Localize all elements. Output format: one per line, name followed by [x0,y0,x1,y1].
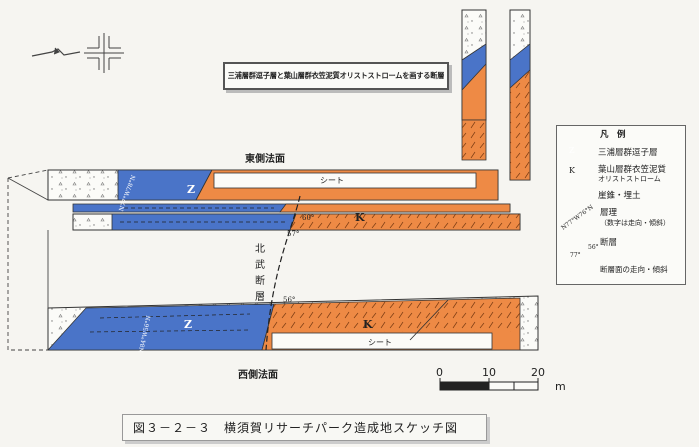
legend-label-debris: 崖錐・埋土 [598,191,641,201]
left-outline [7,169,49,351]
dip-56-label: 56° [283,296,296,304]
fault-name-char-3: 断 [255,276,265,287]
fault-name-char-1: 北 [255,244,265,255]
legend-key-k: K [569,166,575,175]
section-title-box: 三浦層群逗子層と葉山層群衣笠泥質オリストストロームを画する断層 [223,62,449,90]
legend-sublabel-fault: 断層面の走向・傾斜 [600,265,668,274]
dip-60-label: 60° [302,214,315,222]
legend-heading: 凡 例 [600,130,626,140]
east-slope-band [47,169,521,231]
compass-icon [31,33,124,73]
fault-line [265,195,301,351]
legend-label-z: 三浦層群逗子層 [598,148,658,158]
scale-tick-10: 10 [482,366,496,379]
legend-label-k: 葉山層群衣笠泥質 [598,165,667,175]
scale-unit: m [555,380,566,393]
east-slope-label: 東側法面 [245,154,285,165]
scale-bar [439,378,539,391]
west-slope-label: 西側法面 [238,370,278,381]
legend-sample-fault-b: 56° [588,244,599,251]
scale-tick-0: 0 [436,366,443,379]
figure-caption: 図３－２－３ 横須賀リサーチパーク造成地スケッチ図 [133,421,459,435]
scale-tick-20: 20 [531,366,545,379]
dip-57-label: 57° [287,230,300,238]
unit-k-label-lower: K [363,318,373,331]
sheet-label-bottom: シート [368,338,392,347]
unit-z-label-upper: Z [187,183,196,196]
fault-name-char-2: 武 [255,260,265,271]
unit-z-label-lower: Z [184,318,193,331]
fault-name-char-4: 層 [255,292,265,303]
legend-label-bedding: 層理 [600,208,618,218]
legend-sublabel-bedding: （数字は走向・傾斜） [600,219,670,227]
section-title: 三浦層群逗子層と葉山層群衣笠泥質オリストストロームを画する断層 [227,71,445,80]
legend-sample-fault-a: 77° [570,252,581,259]
sheet-label-top: シート [320,176,344,185]
legend-label-fault: 断層 [600,238,618,248]
legend-panel [556,125,686,285]
legend-key-z: Z [569,146,575,155]
figure-caption-box: 図３－２－３ 横須賀リサーチパーク造成地スケッチ図 [122,414,487,441]
legend-sublabel-k: オリストストローム [598,175,661,183]
west-slope-band [47,295,539,351]
unit-k-label-upper: K [355,211,365,224]
inset-columns [461,9,531,181]
